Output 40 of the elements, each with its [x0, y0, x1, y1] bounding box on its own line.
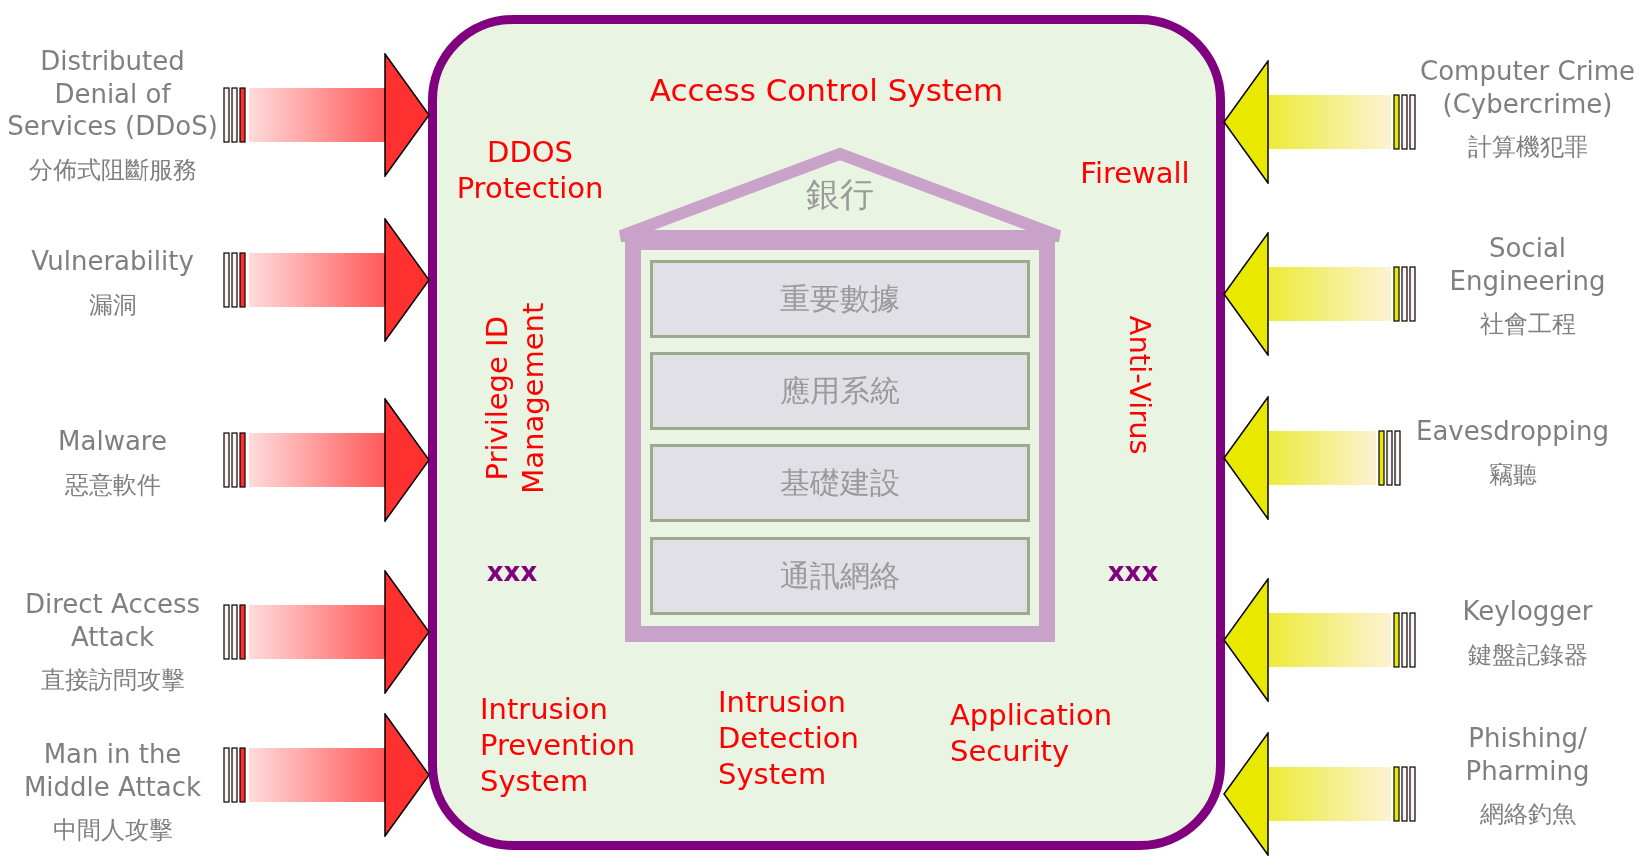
threat-translation: 網絡釣魚 [1478, 799, 1577, 830]
threat-translation: 惡意軟件 [63, 469, 162, 501]
threat-name: Man in the Middle Attack [22, 738, 203, 803]
threat-translation: 鍵盤記錄器 [1466, 639, 1589, 671]
control-label: Firewall [1080, 154, 1190, 192]
threat-name: Vulnerability [30, 245, 195, 278]
threat-name: Keylogger [1461, 595, 1594, 628]
threat-name: Malware [57, 425, 168, 458]
threat-name: Eavesdropping [1414, 415, 1610, 448]
control-label: Privilege ID Management [478, 301, 551, 496]
layer-box [650, 352, 1030, 430]
control-label: Intrusion Prevention System [480, 690, 637, 800]
container-box [428, 15, 1225, 850]
threat-name: Direct Access Attack [23, 588, 202, 653]
threat-translation: 漏洞 [87, 289, 138, 321]
control-label: Intrusion Detection System [718, 683, 860, 793]
layer-label: 應用系統 [780, 371, 900, 410]
layer-label: 基礎建設 [780, 463, 900, 502]
layer-label: 通訊網絡 [780, 556, 900, 595]
layer-box [650, 260, 1030, 338]
threat-name: Distributed Denial of Services (DDoS) [6, 45, 219, 143]
threat-translation: 中間人攻擊 [51, 815, 174, 846]
threat-translation: 竊聽 [1487, 459, 1538, 491]
control-label: DDOS Protection [455, 133, 605, 207]
placeholder-text: xxx [1107, 555, 1159, 589]
house-title: 銀行 [806, 173, 874, 216]
layer-box [650, 444, 1030, 522]
control-label: Anti-Virus [1122, 315, 1159, 455]
threat-translation: 計算機犯罪 [1466, 132, 1589, 163]
control-label: Application Security [950, 696, 1114, 770]
placeholder-text: xxx [486, 555, 538, 589]
threat-translation: 分佈式阻斷服務 [27, 154, 198, 186]
threat-translation: 直接訪問攻擊 [39, 665, 186, 696]
threat-name: Phishing/ Pharming [1464, 722, 1591, 787]
layer-label: 重要數據 [780, 279, 900, 318]
heading: Access Control System [649, 72, 1004, 108]
threat-name: Social Engineering [1448, 232, 1607, 297]
threat-translation: 社會工程 [1478, 309, 1577, 340]
threat-name: Computer Crime (Cybercrime) [1420, 55, 1635, 120]
layer-box [650, 537, 1030, 615]
